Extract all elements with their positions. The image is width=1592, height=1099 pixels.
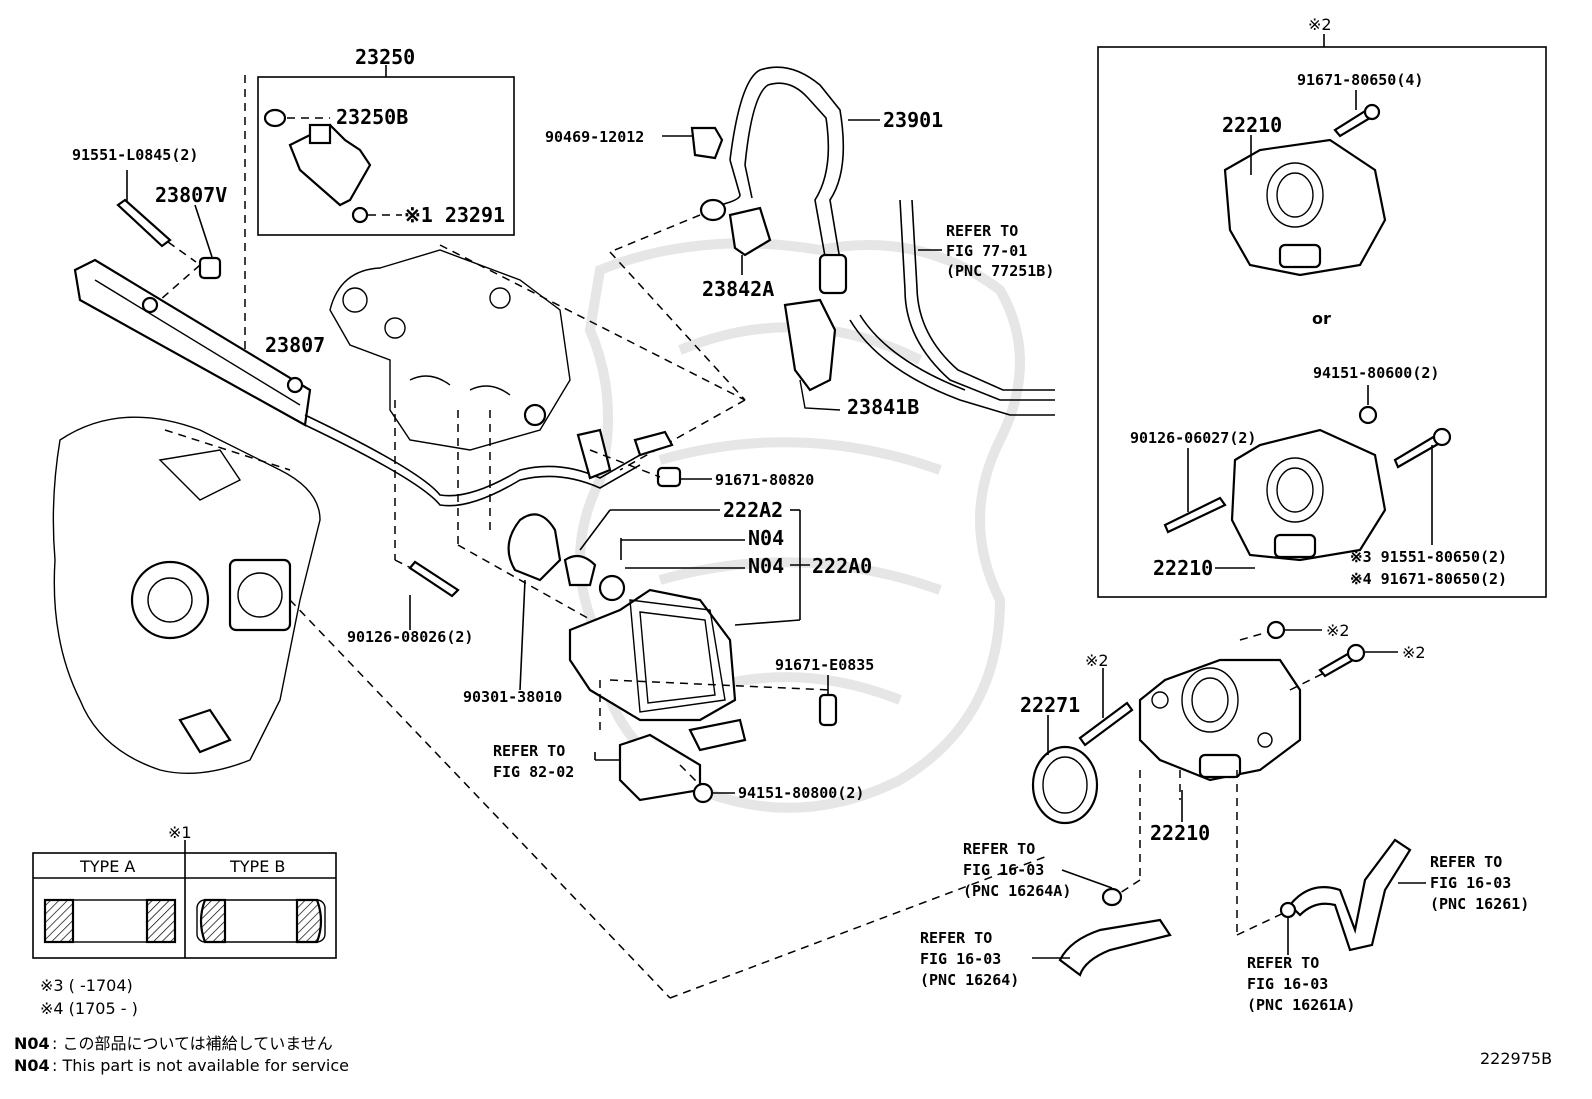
clamp-23842a [728, 206, 772, 275]
label-91551-l0845[interactable]: 91551-L0845(2) [72, 146, 198, 164]
label-23291[interactable]: ※1 23291 [404, 203, 505, 227]
refer-16261a-line2[interactable]: FIG 16-03 [1247, 975, 1328, 993]
label-94151-80800[interactable]: 94151-80800(2) [738, 784, 864, 802]
refer-16264a-line2[interactable]: FIG 16-03 [963, 861, 1044, 879]
label-91551-80650[interactable]: ※3 91551-80650(2) [1350, 548, 1507, 566]
label-n04-a[interactable]: N04 [748, 526, 784, 550]
n04-jp-text: : この部品については補給していません [52, 1034, 333, 1053]
type-table-mark: ※1 [168, 823, 192, 842]
refer-16261-line3[interactable]: (PNC 16261) [1430, 895, 1529, 913]
nut-94151-80800 [679, 764, 735, 804]
hose-16261 [1279, 838, 1426, 955]
label-91671-e0835[interactable]: 91671-E0835 [775, 656, 874, 674]
gasket-90301-38010 [507, 513, 562, 691]
type-b-label: TYPE B [229, 857, 285, 876]
label-22210-box1[interactable]: 22210 [1222, 113, 1282, 137]
label-23842a[interactable]: 23842A [702, 277, 774, 301]
label-23250[interactable]: 23250 [355, 45, 415, 69]
throttle-body-222a0 [568, 588, 737, 722]
n04-en-code: N04 [14, 1056, 50, 1075]
refer-16261-line2[interactable]: FIG 16-03 [1430, 874, 1511, 892]
bracket-refer-82-02 [594, 718, 747, 802]
label-23807[interactable]: 23807 [265, 333, 325, 357]
label-23841b[interactable]: 23841B [847, 395, 919, 419]
bolt-mark2 [1318, 643, 1398, 678]
label-222a0[interactable]: 222A0 [812, 554, 872, 578]
type-a-label: TYPE A [79, 857, 135, 876]
stud-mark2 [1078, 668, 1134, 747]
refer-77-line3[interactable]: (PNC 77251B) [946, 262, 1054, 280]
bolt-91671-80820 [576, 428, 712, 488]
label-91671-80820[interactable]: 91671-80820 [715, 471, 814, 489]
bolt-91671-e0835 [818, 675, 838, 727]
type-table [32, 840, 337, 959]
refer-82-line2[interactable]: FIG 82-02 [493, 763, 574, 781]
hose-end [699, 198, 727, 222]
refer-16264-line1[interactable]: REFER TO [920, 929, 992, 947]
water-hose-23901 [609, 66, 848, 401]
refer-16264-line2[interactable]: FIG 16-03 [920, 950, 1001, 968]
label-222a2[interactable]: 222A2 [723, 498, 783, 522]
injector-assembly [244, 65, 515, 380]
bracket-23841b [783, 298, 841, 411]
label-22210[interactable]: 22210 [1150, 821, 1210, 845]
type-b-crosssection [196, 898, 326, 944]
pipe-refer-77-01 [849, 199, 1055, 416]
label-23807v[interactable]: 23807V [155, 183, 227, 207]
refer-16261a-line3[interactable]: (PNC 16261A) [1247, 996, 1355, 1014]
throttle-body-alt-1 [1223, 138, 1387, 277]
mark2-stud: ※2 [1085, 651, 1109, 670]
hose-16264 [1058, 869, 1172, 977]
refer-82-line1[interactable]: REFER TO [493, 742, 565, 760]
gasket-22271 [1031, 715, 1099, 825]
label-91671-80650-4[interactable]: 91671-80650(4) [1297, 71, 1423, 89]
type-a-crosssection [43, 898, 177, 944]
stud-90126-08026 [408, 560, 460, 630]
bolt-91551-l0845 [116, 170, 197, 263]
refer-16264a-line1[interactable]: REFER TO [963, 840, 1035, 858]
label-90126-08026[interactable]: 90126-08026(2) [347, 628, 473, 646]
refer-77-line1[interactable]: REFER TO [946, 222, 1018, 240]
label-23901[interactable]: 23901 [883, 108, 943, 132]
label-90126-06027[interactable]: 90126-06027(2) [1130, 429, 1256, 447]
clip-90469-12012 [662, 126, 724, 160]
seal-23291 [351, 206, 369, 224]
o-ring-23250b [263, 108, 287, 128]
label-n04-b[interactable]: N04 [748, 554, 784, 578]
turbocharger-housing [52, 416, 321, 774]
note-mark4: ※4 (1705 - ) [40, 999, 138, 1018]
diagram-id: 222975B [1480, 1049, 1552, 1068]
refer-16264-line3[interactable]: (PNC 16264) [920, 971, 1019, 989]
label-or: or [1312, 309, 1331, 328]
mark2-bolt: ※2 [1402, 643, 1426, 662]
injector-23250 [288, 123, 372, 224]
label-91671-80650-2[interactable]: ※4 91671-80650(2) [1350, 570, 1507, 588]
refer-16261-line1[interactable]: REFER TO [1430, 853, 1502, 871]
throttle-body-alt-2 [1230, 428, 1387, 562]
refer-16261a-line1[interactable]: REFER TO [1247, 954, 1319, 972]
n04-en-text: : This part is not available for service [52, 1056, 349, 1075]
label-22271[interactable]: 22271 [1020, 693, 1080, 717]
label-23250b[interactable]: 23250B [336, 105, 408, 129]
refer-16264a-line3[interactable]: (PNC 16264A) [963, 882, 1071, 900]
throttle-body-22210 [1138, 658, 1302, 782]
label-90469-12012[interactable]: 90469-12012 [545, 128, 644, 146]
refer-77-line2[interactable]: FIG 77-01 [946, 242, 1027, 260]
seal-222a2 [563, 509, 720, 602]
label-bracket-222a0 [734, 509, 810, 626]
alternative-throttle-box [1097, 34, 1547, 598]
label-94151-80600[interactable]: 94151-80600(2) [1313, 364, 1439, 382]
n04-jp-code: N04 [14, 1034, 50, 1053]
box-mark2: ※2 [1308, 15, 1332, 34]
fuel-rail-23807 [73, 258, 641, 507]
collar-23807v [194, 204, 222, 280]
label-22210-box2[interactable]: 22210 [1153, 556, 1213, 580]
label-90301-38010[interactable]: 90301-38010 [463, 688, 562, 706]
cylinder-head [329, 249, 571, 451]
note-mark3: ※3 ( -1704) [40, 976, 133, 995]
nut-mark2 [1266, 620, 1322, 640]
mark2-nut: ※2 [1326, 621, 1350, 640]
hose-fitting [818, 253, 848, 295]
